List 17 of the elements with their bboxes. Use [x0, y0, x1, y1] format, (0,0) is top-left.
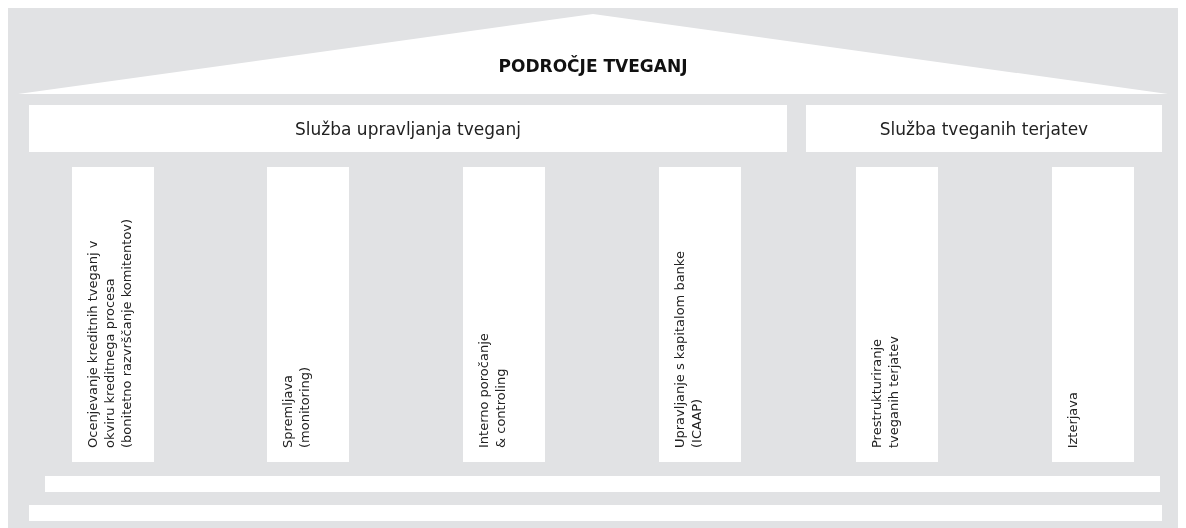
base-step: [29, 505, 1162, 521]
pillar-label: Izterjava: [1064, 391, 1081, 448]
pillar: [1052, 167, 1134, 462]
service-title: Služba tveganih terjatev: [806, 105, 1162, 152]
roof-title: PODROČJE TVEGANJ: [497, 56, 689, 76]
service-title: Služba upravljanja tveganj: [29, 105, 787, 152]
base-step: [45, 476, 1160, 492]
pillar: [267, 167, 349, 462]
pillar: [463, 167, 545, 462]
pillar-label: Upravljanje s kapitalom banke (ICAAP): [671, 250, 705, 448]
pillar-label: Prestrukturiranje tveganih terjatev: [868, 334, 902, 448]
pillar: [659, 167, 741, 462]
pillar: [856, 167, 938, 462]
pillar-label: Ocenjevanje kreditnih tveganj v okviru kreditnega procesa (bonitetno razvrščanje komitentov): [84, 217, 135, 448]
pillar: [72, 167, 154, 462]
pillar-label: Interno poročanje & controling: [475, 332, 509, 448]
pillar-label: Spremljava (monitoring): [279, 365, 313, 448]
